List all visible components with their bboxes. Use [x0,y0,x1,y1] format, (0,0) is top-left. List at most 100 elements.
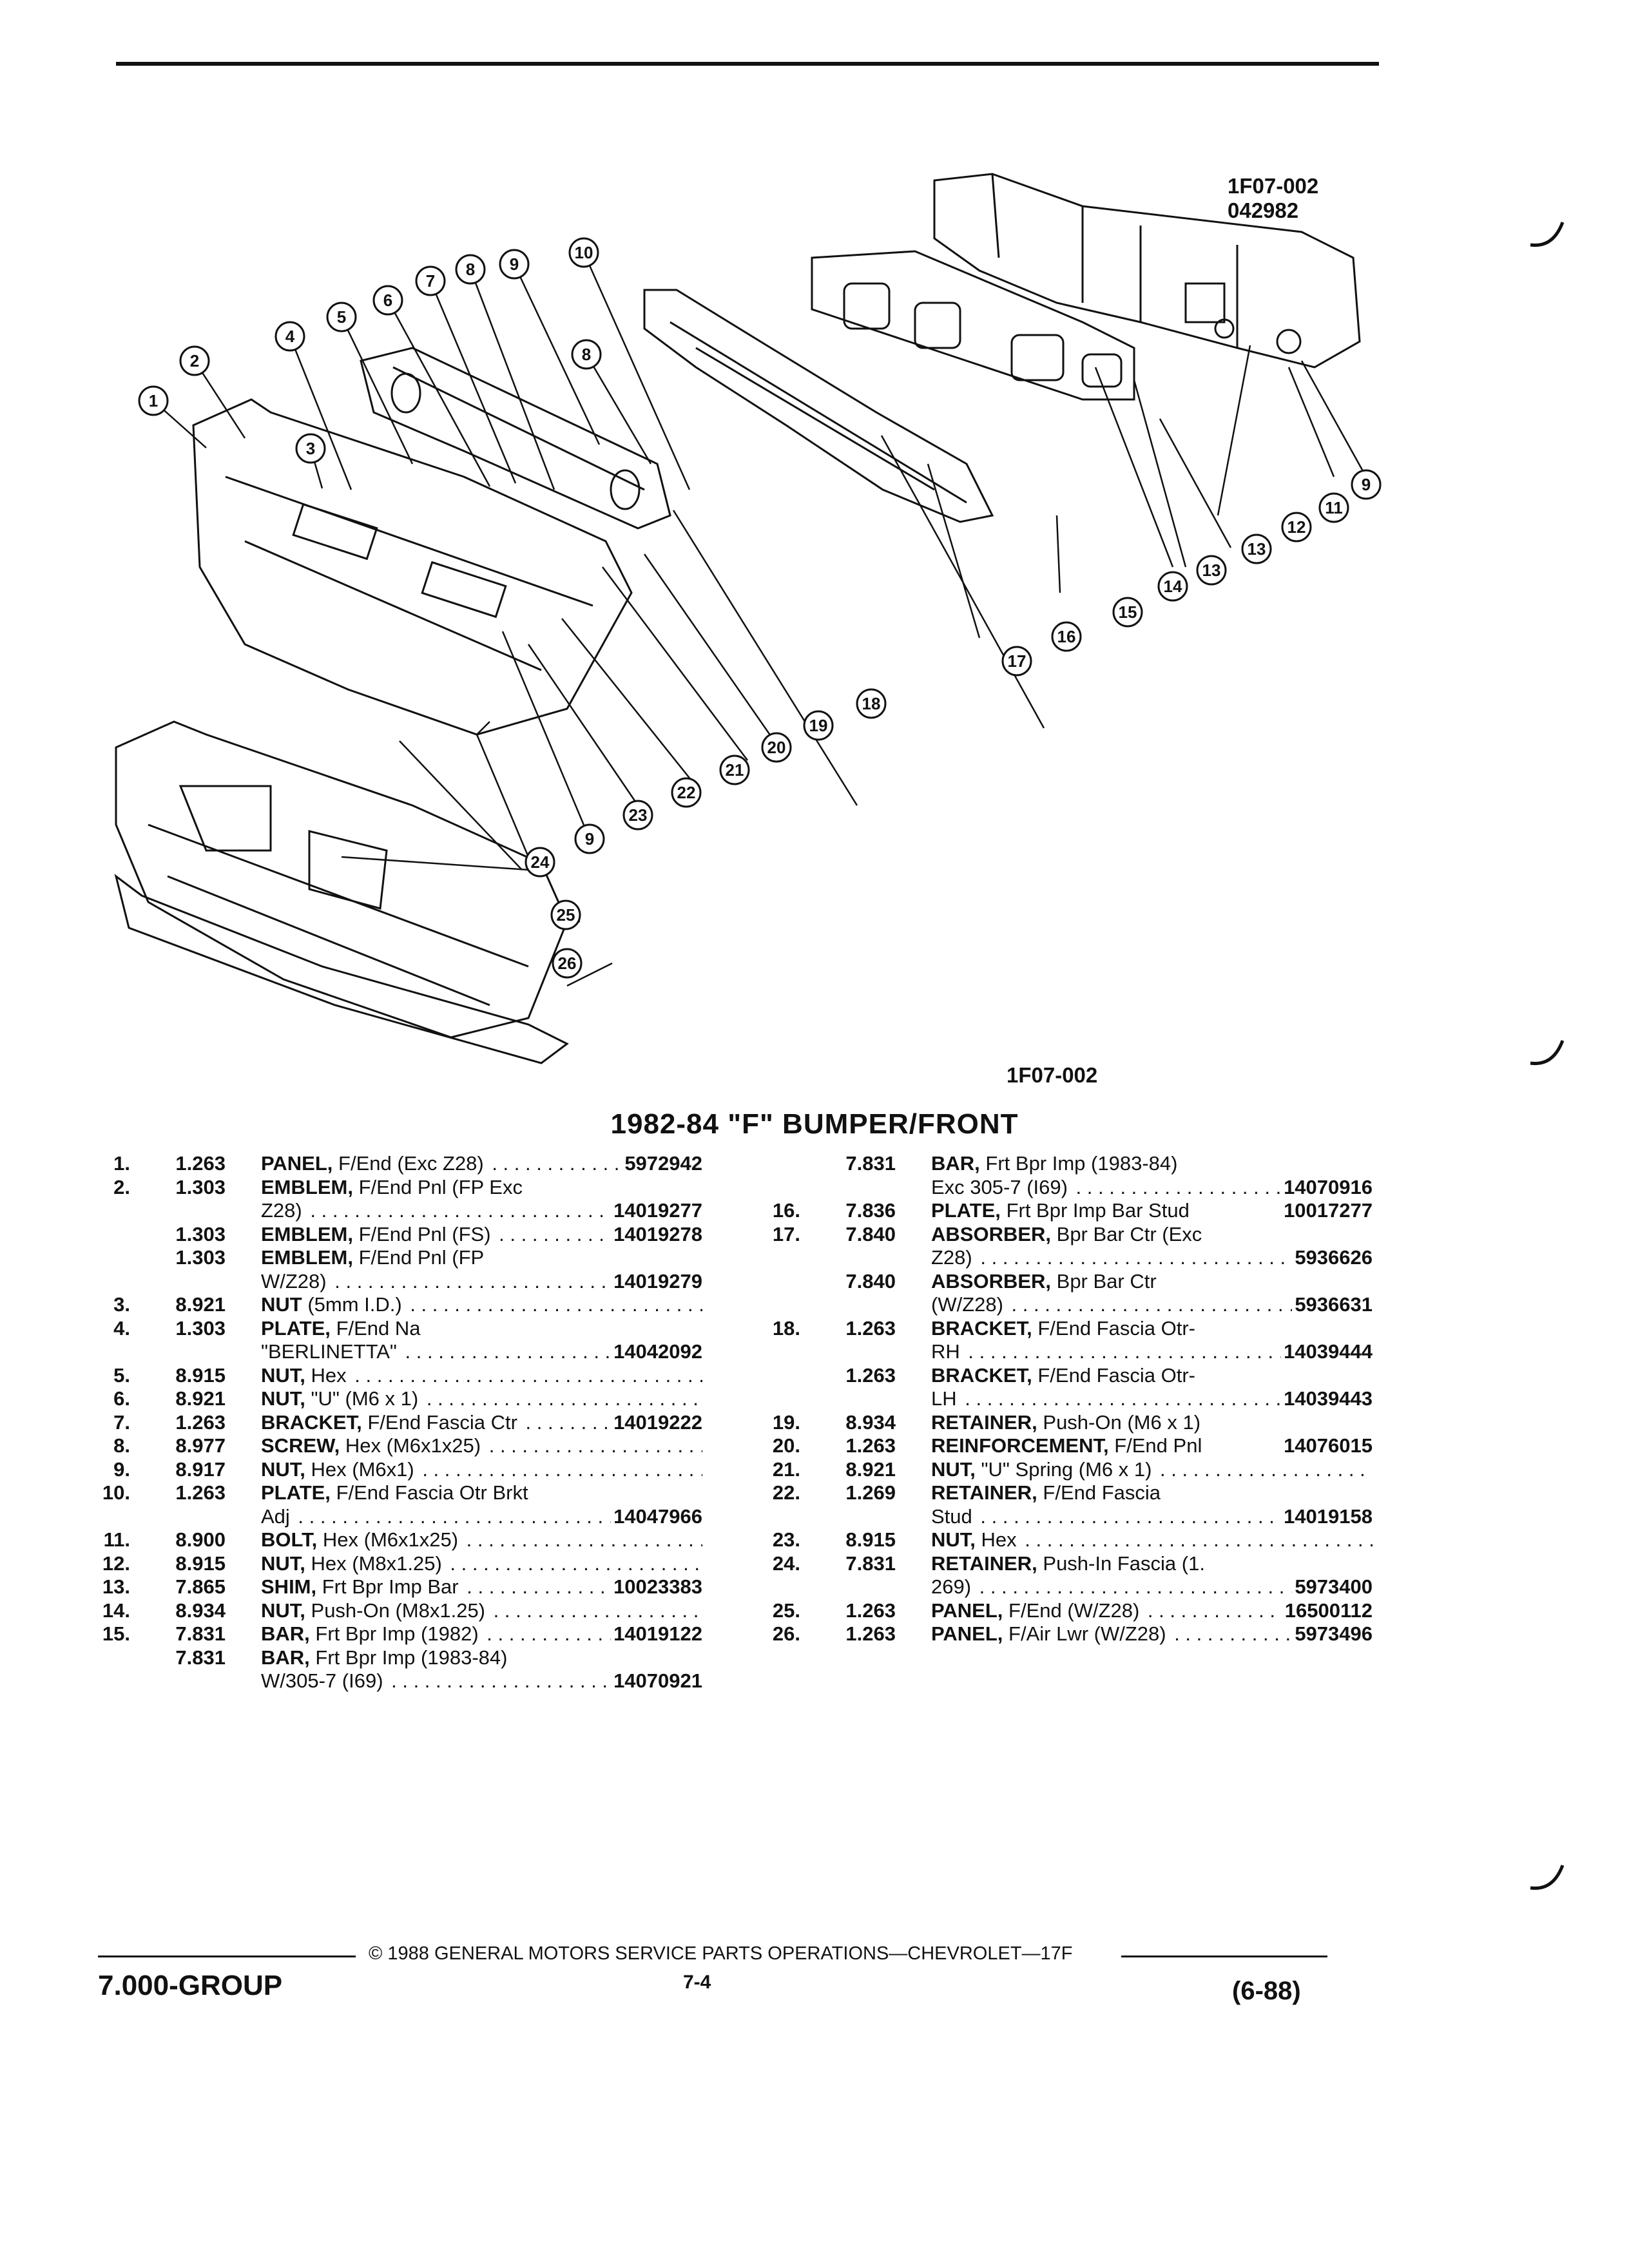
part-name: NUT, [931,1457,976,1481]
svg-text:18: 18 [862,694,881,713]
part-description: NUT, Hex . . . . . . . . . . . . . . . .… [931,1528,1373,1552]
item-number: 26. [772,1622,800,1645]
part-name: PLATE, [261,1316,331,1340]
parts-row: 1.303 EMBLEM, F/End Pnl (FP [84,1246,702,1270]
svg-text:25: 25 [557,905,575,925]
part-number: 14076015 [1281,1434,1373,1458]
leader-dots: . . . . . . . . . . . . . . . . . . . . … [493,1599,702,1622]
part-detail: Frt Bpr Imp (1983-84) [985,1152,1178,1175]
part-detail: Hex (M6x1x25) [322,1528,459,1551]
part-detail: (5mm I.D.) [307,1293,402,1316]
part-detail: Push-In Fascia (1. [1043,1552,1205,1575]
part-name: BRACKET, [261,1410,362,1434]
part-name: BAR, [261,1646,310,1669]
part-description: EMBLEM, F/End Pnl (FP Exc [261,1175,702,1200]
svg-text:23: 23 [629,805,648,825]
leader-dots: . . . . . . . . . . . . . . . . . . . . … [410,1293,702,1316]
part-detail: Adj [261,1504,290,1528]
group-number: 1.263 [845,1622,896,1645]
callout-20: 20 [761,732,792,763]
group-number: 8.977 [175,1434,226,1457]
svg-text:2: 2 [190,351,199,370]
part-description: EMBLEM, F/End Pnl (FP [261,1246,702,1270]
part-description: PLATE, F/End Fascia Otr Brkt [261,1481,702,1505]
item-number: 18. [772,1316,800,1340]
item-number: 15. [102,1622,130,1645]
svg-text:12: 12 [1287,517,1306,537]
part-description: PLATE, Frt Bpr Imp Bar Stud [931,1199,1373,1223]
part-detail: "U" Spring (M6 x 1) [981,1457,1152,1481]
parts-row: "BERLINETTA" . . . . . . . . . . . . . .… [84,1340,702,1364]
part-number: 14019277 [611,1199,702,1223]
part-number: 5936631 [1292,1293,1373,1317]
part-name: NUT [261,1293,302,1316]
part-detail: Hex (M6x1) [311,1457,414,1481]
part-name: PANEL, [261,1152,333,1175]
item-number: 1. [113,1152,130,1175]
part-name: RETAINER, [931,1552,1037,1575]
part-name: BRACKET, [931,1316,1032,1340]
item-number: 22. [772,1481,800,1504]
part-name: NUT, [261,1552,305,1575]
item-number: 19. [772,1410,800,1434]
part-detail: Bpr Bar Ctr (Exc [1056,1222,1202,1245]
group-number: 8.934 [175,1599,226,1622]
part-description: SCREW, Hex (M6x1x25) . . . . . . . . . .… [261,1434,702,1458]
part-description: BRACKET, F/End Fascia Otr- [931,1363,1373,1388]
svg-text:15: 15 [1119,602,1137,622]
svg-text:4: 4 [285,327,295,346]
svg-text:8: 8 [466,260,475,279]
group-number: 7.831 [175,1622,226,1645]
part-detail: F/End Pnl [1114,1434,1202,1457]
group-number: 1.269 [845,1481,896,1504]
figure-code-bottom: 1F07-002 [1007,1063,1098,1087]
item-number: 3. [113,1293,130,1316]
part-description: BAR, Frt Bpr Imp (1983-84) [261,1646,702,1670]
part-detail: W/305-7 (I69) [261,1669,383,1692]
svg-text:3: 3 [306,439,315,458]
group-number: 8.915 [845,1528,896,1551]
part-detail: Hex (M6x1x25) [345,1434,481,1457]
part-name: EMBLEM, [261,1246,353,1269]
group-number: 1.263 [175,1410,226,1434]
callout-17: 17 [1001,646,1032,677]
callout-10: 10 [568,237,599,268]
group-number: 8.921 [845,1457,896,1481]
svg-text:8: 8 [582,345,591,364]
group-number: 1.263 [845,1599,896,1622]
svg-text:11: 11 [1325,498,1343,517]
item-number: 5. [113,1363,130,1387]
callout-9b: 9 [574,823,605,854]
callout-16: 16 [1051,621,1082,652]
item-number: 4. [113,1316,130,1340]
part-name: BRACKET, [931,1363,1032,1387]
part-detail: F/End Pnl (FP [358,1246,485,1269]
callout-25: 25 [550,899,581,930]
group-number: 1.303 [175,1246,226,1269]
figure-code-top: 1F07-002 [1228,174,1319,198]
svg-text:26: 26 [558,954,577,973]
svg-text:5: 5 [337,307,346,327]
part-name: RETAINER, [931,1410,1037,1434]
part-description: BRACKET, F/End Fascia Otr- [931,1316,1373,1341]
exploded-parts-diagram: 1 2 3 4 5 6 7 8 9 10 8 9 11 12 13 13 14 … [114,173,1382,1064]
part-detail: Exc 305-7 (I69) [931,1175,1068,1198]
callout-3: 3 [295,433,326,464]
part-number: 16500112 [1282,1599,1373,1622]
item-number: 20. [772,1434,800,1457]
part-description: ABSORBER, Bpr Bar Ctr (Exc [931,1222,1373,1247]
part-description: NUT, Hex (M8x1.25) . . . . . . . . . . .… [261,1552,702,1576]
item-number: 10. [102,1481,130,1504]
part-description: NUT, Hex (M6x1) . . . . . . . . . . . . … [261,1457,702,1482]
